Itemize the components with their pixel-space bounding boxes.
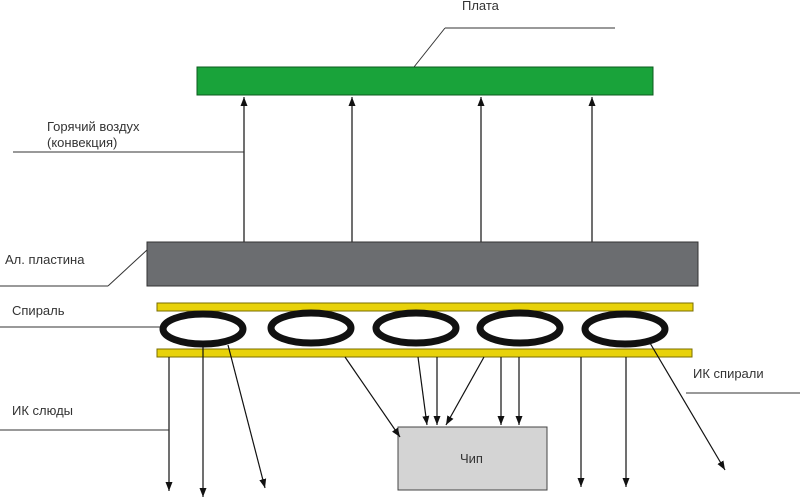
mica-strip-top	[156, 302, 694, 312]
ir-arrow	[649, 342, 726, 471]
hot-air-label-line1: Горячий воздух	[47, 119, 140, 134]
ir-arrow	[227, 344, 267, 489]
spiral-ir-label: ИК спирали	[693, 366, 764, 381]
coil	[159, 310, 247, 348]
hot-air-arrows	[240, 97, 596, 242]
coil	[581, 310, 669, 348]
coils	[159, 309, 669, 348]
coil	[372, 309, 460, 347]
al-plate	[146, 241, 699, 287]
coil	[267, 309, 355, 347]
board-leader	[413, 27, 446, 68]
spiral-label: Спираль	[12, 303, 65, 318]
ir-arrow	[445, 356, 485, 426]
al-plate-label: Ал. пластина	[5, 252, 85, 267]
chip-label: Чип	[460, 451, 483, 466]
mica-ir-label: ИК слюды	[12, 403, 73, 418]
ir-arrow	[417, 356, 430, 426]
board	[196, 66, 654, 96]
mica-strip-bottom	[156, 348, 693, 358]
coil	[476, 309, 564, 347]
al-plate-leader	[107, 249, 148, 287]
board-label: Плата	[462, 0, 500, 13]
ir-arrow	[344, 356, 401, 438]
ir-arrows	[165, 342, 726, 497]
hot-air-label-line2: (конвекция)	[47, 135, 117, 150]
chip	[397, 426, 548, 491]
